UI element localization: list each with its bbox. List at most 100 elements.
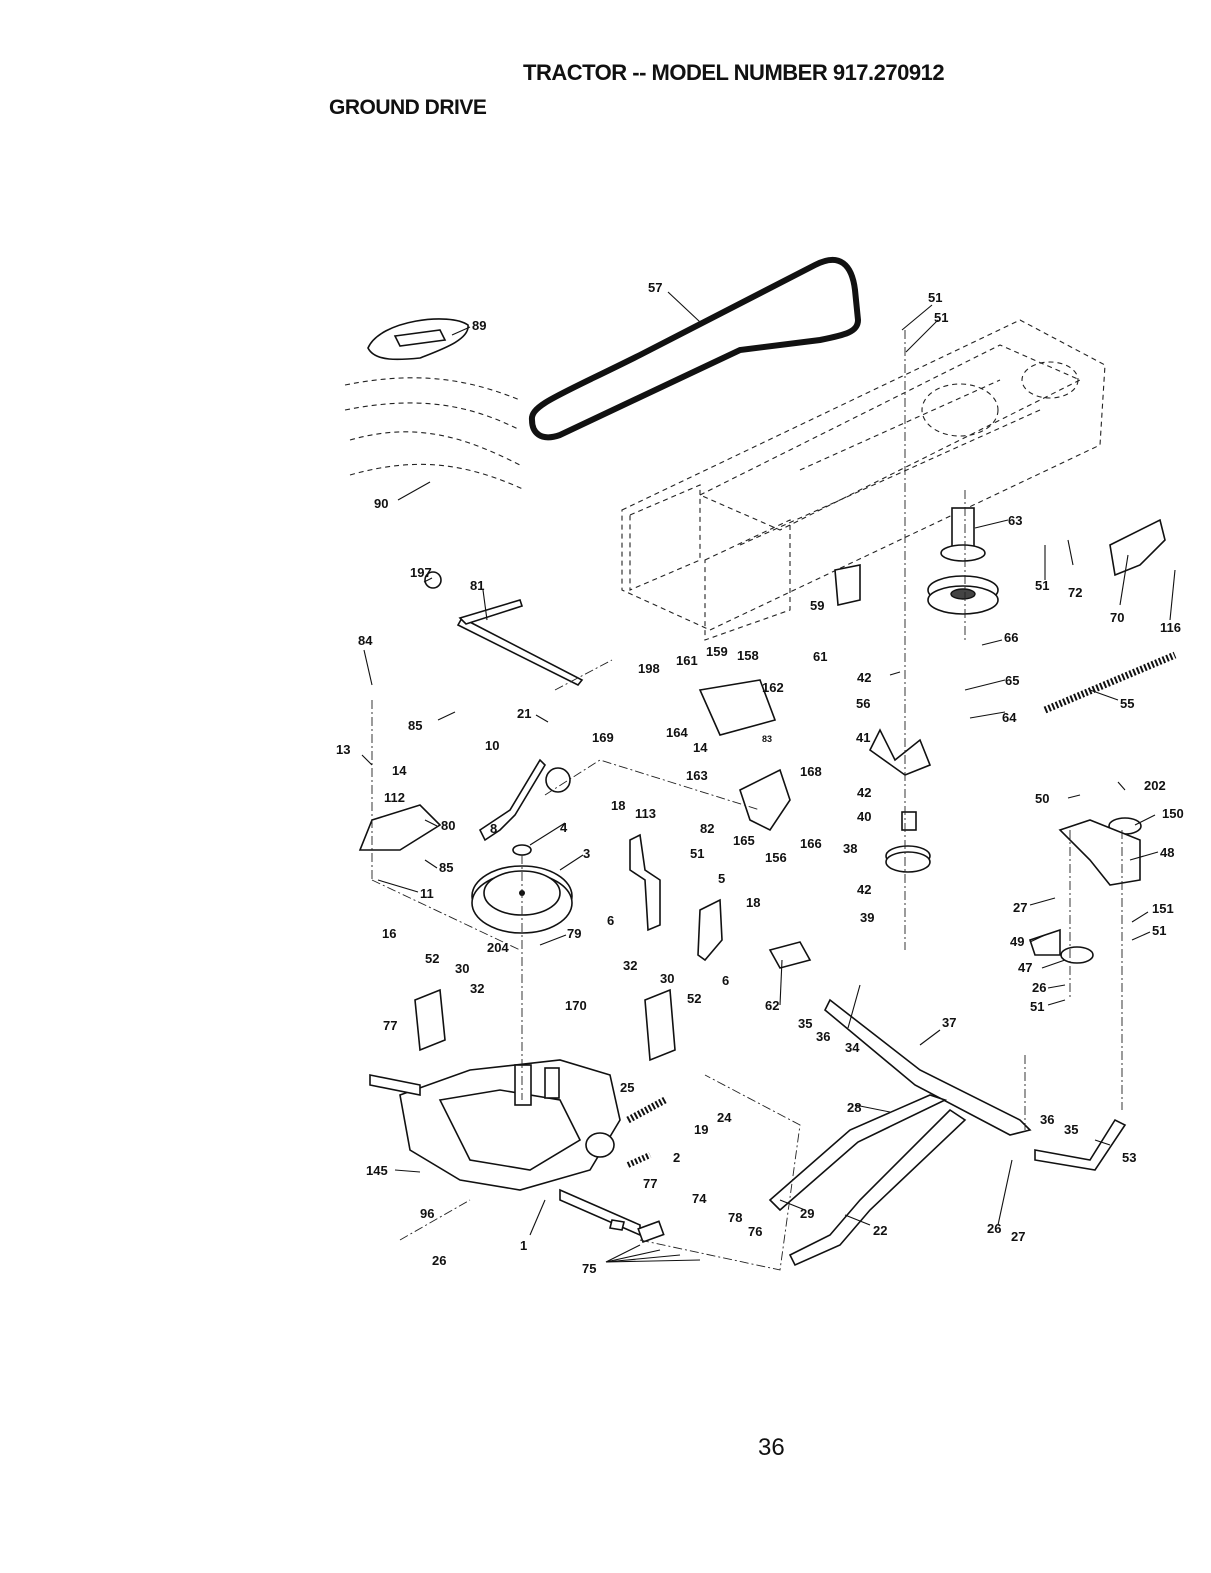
callout-36: 36 bbox=[816, 1029, 830, 1044]
callout-18: 18 bbox=[746, 895, 760, 910]
callout-19: 19 bbox=[694, 1122, 708, 1137]
callout-65: 65 bbox=[1005, 673, 1019, 688]
callout-21: 21 bbox=[517, 706, 531, 721]
callout-56: 56 bbox=[856, 696, 870, 711]
callout-197: 197 bbox=[410, 565, 432, 580]
callout-85: 85 bbox=[408, 718, 422, 733]
callout-51: 51 bbox=[934, 310, 948, 325]
callout-49: 49 bbox=[1010, 934, 1024, 949]
callout-113: 113 bbox=[635, 806, 656, 821]
callout-66: 66 bbox=[1004, 630, 1018, 645]
callout-64: 64 bbox=[1002, 710, 1017, 725]
callout-151: 151 bbox=[1152, 901, 1174, 916]
callout-72: 72 bbox=[1068, 585, 1082, 600]
linkage-parts bbox=[358, 518, 1166, 1267]
callout-55: 55 bbox=[1120, 696, 1134, 711]
callout-59: 59 bbox=[810, 598, 824, 613]
page-title: TRACTOR -- MODEL NUMBER 917.270912 bbox=[523, 60, 945, 85]
callout-77: 77 bbox=[383, 1018, 397, 1033]
callout-16: 16 bbox=[382, 926, 396, 941]
callout-32: 32 bbox=[470, 981, 484, 996]
callout-13: 13 bbox=[336, 742, 350, 757]
callout-34: 34 bbox=[845, 1040, 860, 1055]
callout-159: 159 bbox=[706, 644, 728, 659]
callout-8: 8 bbox=[490, 821, 497, 836]
callout-42: 42 bbox=[857, 785, 871, 800]
callout-26: 26 bbox=[1032, 980, 1046, 995]
callout-22: 22 bbox=[873, 1223, 887, 1238]
callout-170: 170 bbox=[565, 998, 587, 1013]
callout-14: 14 bbox=[693, 740, 708, 755]
callout-76: 76 bbox=[748, 1224, 762, 1239]
callout-81: 81 bbox=[470, 578, 484, 593]
callout-52: 52 bbox=[425, 951, 439, 966]
callout-158: 158 bbox=[737, 648, 759, 663]
callout-74: 74 bbox=[692, 1191, 707, 1206]
callout-40: 40 bbox=[857, 809, 871, 824]
drive-belt bbox=[528, 257, 862, 441]
callout-24: 24 bbox=[717, 1110, 732, 1125]
callout-26: 26 bbox=[432, 1253, 446, 1268]
callout-39: 39 bbox=[860, 910, 874, 925]
callout-2: 2 bbox=[673, 1150, 680, 1165]
callout-28: 28 bbox=[847, 1100, 861, 1115]
callout-163: 163 bbox=[686, 768, 708, 783]
callout-36: 36 bbox=[1040, 1112, 1054, 1127]
callout-42: 42 bbox=[857, 670, 871, 685]
callout-14: 14 bbox=[392, 763, 407, 778]
callout-202: 202 bbox=[1144, 778, 1166, 793]
leader-lines bbox=[361, 291, 1176, 1263]
pulley-assembly bbox=[885, 507, 1142, 964]
callout-18: 18 bbox=[611, 798, 625, 813]
springs bbox=[626, 651, 1177, 1168]
callout-42: 42 bbox=[857, 882, 871, 897]
callout-32: 32 bbox=[623, 958, 637, 973]
callout-62: 62 bbox=[765, 998, 779, 1013]
callout-25: 25 bbox=[620, 1080, 634, 1095]
callout-11: 11 bbox=[420, 886, 434, 901]
section-title: GROUND DRIVE bbox=[329, 96, 487, 119]
callout-27: 27 bbox=[1013, 900, 1027, 915]
callout-51: 51 bbox=[1030, 999, 1044, 1014]
callout-38: 38 bbox=[843, 841, 857, 856]
callout-84: 84 bbox=[358, 633, 373, 648]
callout-51: 51 bbox=[1152, 923, 1166, 938]
fender-outline bbox=[344, 318, 526, 491]
callout-161: 161 bbox=[676, 653, 698, 668]
callout-90: 90 bbox=[374, 496, 388, 511]
callout-204: 204 bbox=[487, 940, 509, 955]
callout-85: 85 bbox=[439, 860, 453, 875]
callout-5: 5 bbox=[718, 871, 725, 886]
callout-63: 63 bbox=[1008, 513, 1022, 528]
callout-41: 41 bbox=[856, 730, 870, 745]
callout-47: 47 bbox=[1018, 960, 1032, 975]
callout-labels: 57 89 51 51 90 197 81 63 51 72 70 116 59… bbox=[336, 280, 1184, 1276]
callout-51: 51 bbox=[1035, 578, 1049, 593]
callout-112: 112 bbox=[384, 790, 405, 805]
callout-77: 77 bbox=[643, 1176, 657, 1191]
callout-83: 83 bbox=[762, 734, 772, 744]
callout-168: 168 bbox=[800, 764, 822, 779]
callout-26: 26 bbox=[987, 1221, 1001, 1236]
page-number: 36 bbox=[758, 1434, 785, 1461]
center-lines bbox=[371, 330, 1123, 1271]
callout-35: 35 bbox=[1064, 1122, 1078, 1137]
callout-61: 61 bbox=[813, 649, 827, 664]
callout-4: 4 bbox=[560, 820, 568, 835]
callout-116: 116 bbox=[1160, 620, 1181, 635]
callout-164: 164 bbox=[666, 725, 688, 740]
callout-198: 198 bbox=[638, 661, 660, 676]
callout-145: 145 bbox=[366, 1163, 388, 1178]
callout-52: 52 bbox=[687, 991, 701, 1006]
callout-156: 156 bbox=[765, 850, 787, 865]
callout-169: 169 bbox=[592, 730, 614, 745]
transaxle bbox=[369, 1059, 641, 1237]
callout-35: 35 bbox=[798, 1016, 812, 1031]
callout-51: 51 bbox=[928, 290, 942, 305]
callout-48: 48 bbox=[1160, 845, 1174, 860]
callout-162: 162 bbox=[762, 680, 784, 695]
callout-6: 6 bbox=[607, 913, 614, 928]
callout-1: 1 bbox=[520, 1238, 527, 1253]
callout-6: 6 bbox=[722, 973, 729, 988]
